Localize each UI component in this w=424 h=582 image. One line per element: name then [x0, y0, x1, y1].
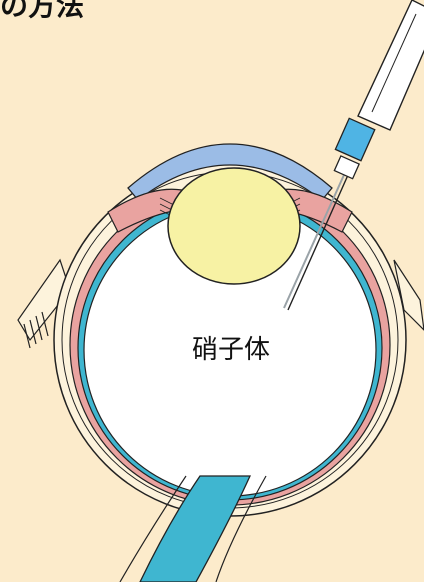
vitreous-label: 硝子体 [192, 335, 270, 365]
syringe-barrel [358, 0, 424, 130]
syringe-hub [334, 118, 374, 178]
lens [168, 168, 300, 284]
